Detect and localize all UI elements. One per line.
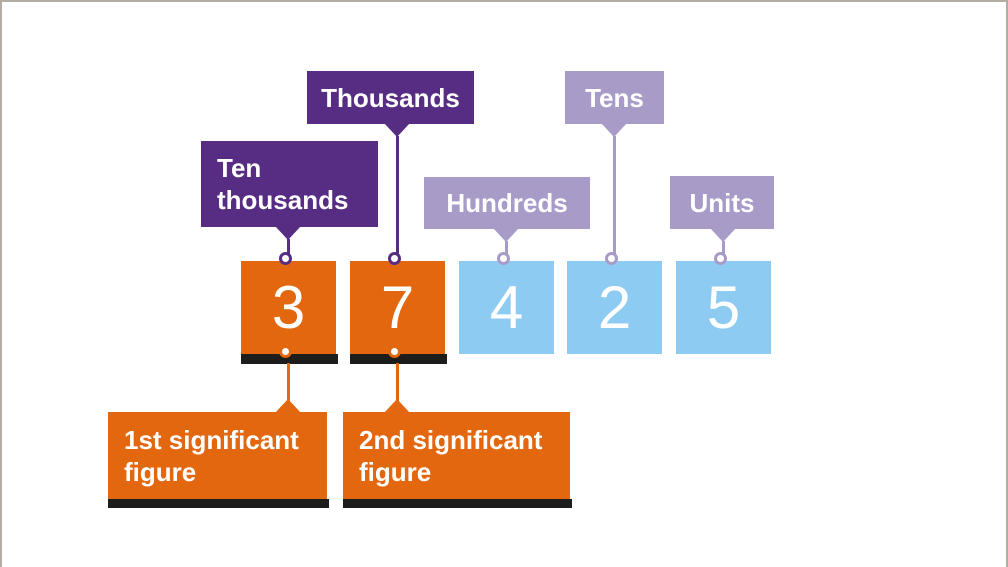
connector-units-line [722,241,725,255]
digit-box-hundreds: 4 [459,261,554,354]
connector-thousands-line [396,136,399,254]
digit-box-units: 5 [676,261,771,354]
pointer-units-triangle [710,228,736,242]
connector-hundreds-line [505,241,508,255]
pointer-tens-triangle [601,123,627,137]
underline-strip [350,354,447,364]
label-units: Units [670,176,774,229]
underline-strip [108,499,329,508]
connector-ten-thousands-line [287,239,290,254]
digit-units: 5 [706,274,741,341]
label-first-significant-figure: 1st significant figure [108,412,329,508]
underline-strip [241,354,338,364]
pointer-first-sig-triangle [275,399,301,413]
connector-hundreds-dot [497,252,510,265]
pointer-second-sig-triangle [384,399,410,413]
label-ten-thousands: Ten thousands [201,141,378,227]
connector-tens-line [613,136,616,254]
label-first-significant-figure-text: 1st significant figure [124,424,299,487]
connector-thousands-dot [388,252,401,265]
connector-tens-dot [605,252,618,265]
connector-second-sig-dot [388,345,401,358]
connector-first-sig-line [287,363,290,402]
label-second-significant-figure: 2nd significant figure [343,412,572,508]
digit-box-tens: 2 [567,261,662,354]
label-hundreds: Hundreds [424,177,590,229]
underline-strip [343,499,572,508]
connector-second-sig-line [396,363,399,402]
connector-units-dot [714,252,727,265]
digit-hundreds: 4 [489,274,524,341]
label-tens: Tens [565,71,664,124]
label-thousands: Thousands [307,71,474,124]
pointer-hundreds-triangle [493,228,519,242]
pointer-ten-thousands-triangle [275,226,301,240]
digit-thousands: 7 [380,274,415,341]
digit-box-thousands: 7 [350,261,447,364]
digit-ten-thousands: 3 [271,274,306,341]
digit-tens: 2 [597,274,632,341]
connector-first-sig-dot [279,345,292,358]
connector-ten-thousands-dot [279,252,292,265]
pointer-thousands-triangle [384,123,410,137]
label-second-significant-figure-text: 2nd significant figure [359,424,543,487]
digit-box-ten-thousands: 3 [241,261,338,364]
